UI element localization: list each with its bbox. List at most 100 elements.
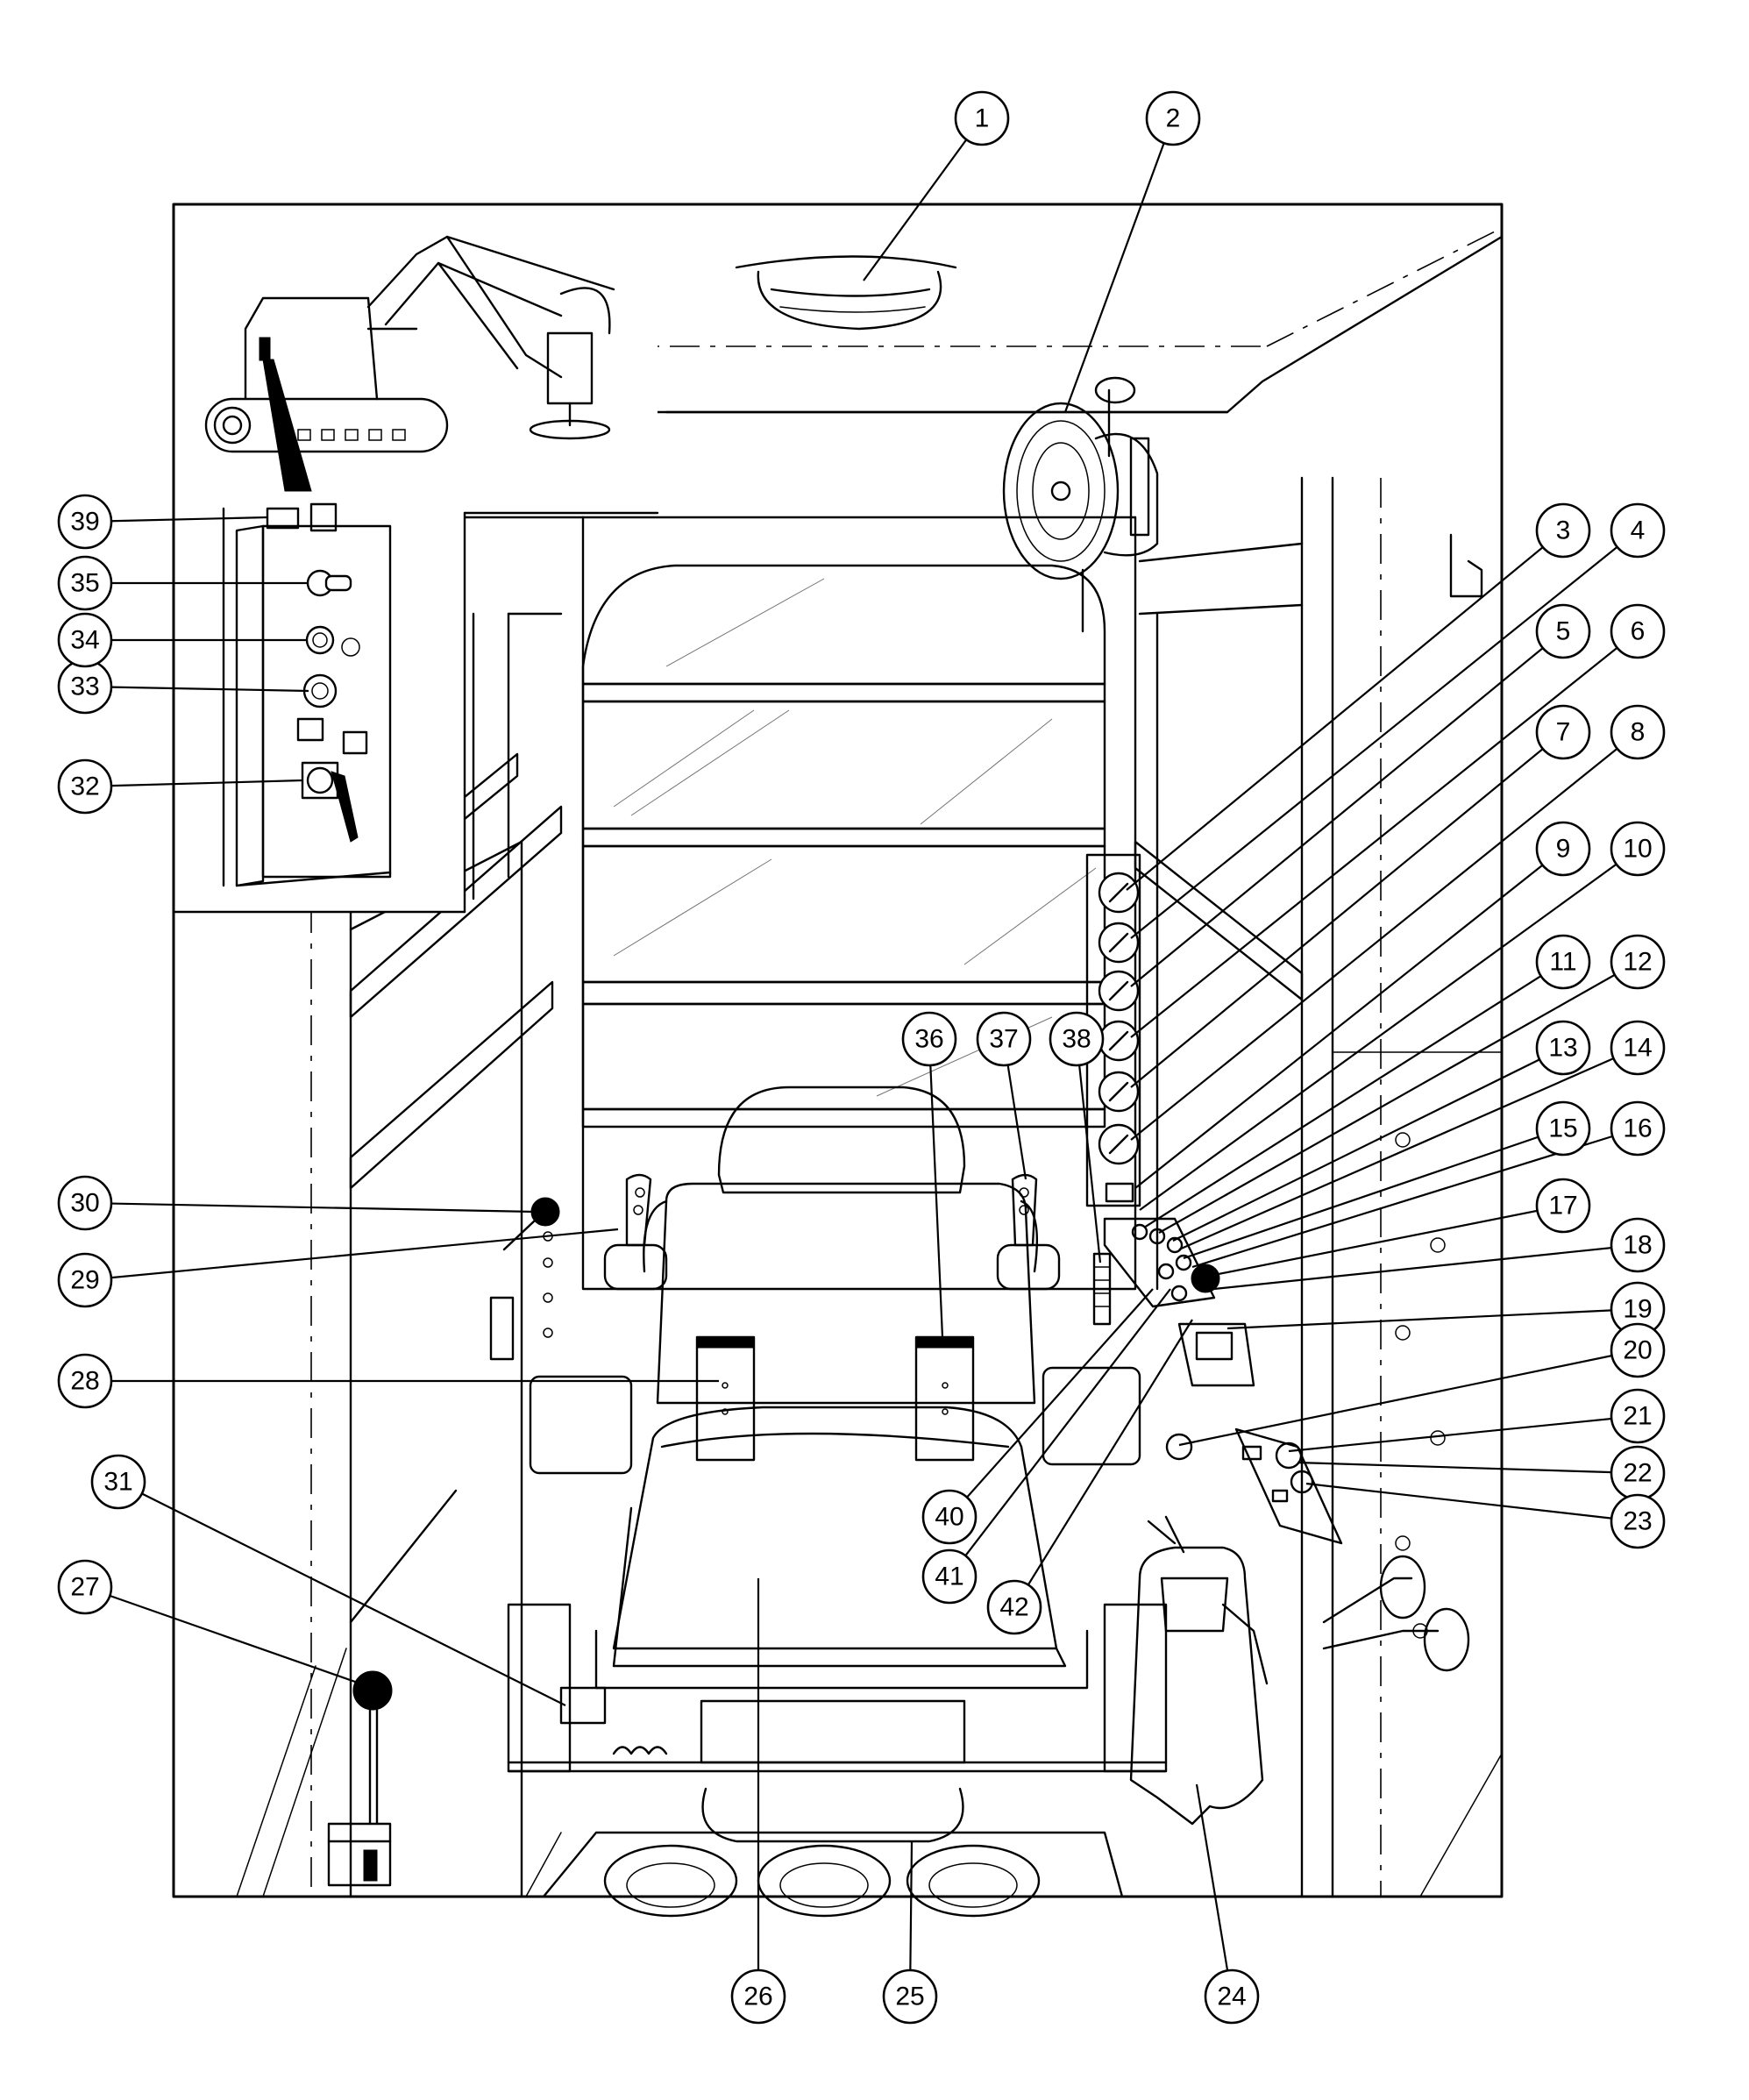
callout-circle [1535, 821, 1591, 877]
callout-circle [1610, 1217, 1666, 1273]
callout-label: 42 [999, 1593, 1028, 1622]
callout-7: 7 [1535, 704, 1591, 760]
callout-leader-31 [117, 1481, 566, 1706]
callout-14: 14 [1610, 1020, 1666, 1076]
callout-label: 20 [1623, 1336, 1652, 1365]
callout-32: 32 [57, 758, 113, 815]
callout-leader-32 [84, 779, 303, 788]
callout-label: 33 [70, 673, 99, 701]
callout-28: 28 [57, 1353, 113, 1409]
callout-circle [1204, 1968, 1260, 2025]
callout-leader-9 [1134, 848, 1564, 1189]
callout-19: 19 [1610, 1281, 1666, 1337]
callout-circle [954, 90, 1010, 146]
callout-circle [882, 1968, 938, 2025]
callout-41: 41 [921, 1548, 978, 1605]
callout-leader-1 [863, 117, 983, 281]
callout-2: 2 [1145, 90, 1201, 146]
callout-25: 25 [882, 1968, 938, 2025]
callout-label: 40 [935, 1503, 963, 1532]
callout-circle [1535, 704, 1591, 760]
callout-circle [1535, 603, 1591, 659]
callout-label: 34 [70, 626, 99, 655]
callout-leader-22 [1297, 1461, 1639, 1475]
callout-29: 29 [57, 1252, 113, 1308]
callout-9: 9 [1535, 821, 1591, 877]
callout-circle [1610, 1493, 1666, 1549]
callout-label: 10 [1623, 835, 1652, 864]
callout-leader-13 [1172, 1047, 1564, 1242]
callout-30: 30 [57, 1175, 113, 1231]
callout-leader-17 [1209, 1204, 1564, 1278]
callout-leader-24 [1195, 1783, 1234, 1997]
callout-label: 22 [1623, 1459, 1652, 1488]
callout-circle [901, 1011, 957, 1067]
callout-circle [57, 555, 113, 611]
machine-sketch [175, 206, 659, 515]
callout-1: 1 [954, 90, 1010, 146]
callout-39: 39 [57, 494, 113, 550]
callout-label: 29 [70, 1266, 99, 1295]
left-knob [489, 1197, 560, 1361]
callout-label: 28 [70, 1367, 99, 1396]
callout-17: 17 [1535, 1178, 1591, 1234]
callout-36: 36 [901, 1011, 957, 1067]
callout-31: 31 [90, 1454, 146, 1510]
callout-circle [1610, 1388, 1666, 1444]
operator-seat [529, 1086, 1141, 1690]
callout-37: 37 [976, 1011, 1032, 1067]
callout-label: 24 [1217, 1983, 1246, 2011]
callout-label: 9 [1556, 835, 1571, 864]
callout-label: 32 [70, 772, 99, 801]
callout-circle [1535, 1020, 1591, 1076]
callout-label: 4 [1631, 516, 1646, 545]
callout-leader-30 [84, 1201, 536, 1214]
side-control-panel [174, 502, 466, 914]
callout-leader-39 [84, 516, 268, 523]
callout-23: 23 [1610, 1493, 1666, 1549]
gauge-needles [1108, 882, 1129, 1155]
callout-18: 18 [1610, 1217, 1666, 1273]
callout-leader-20 [1178, 1349, 1639, 1447]
callout-circle [1535, 502, 1591, 559]
left-panel-holes [543, 1231, 553, 1338]
callout-label: 19 [1623, 1295, 1652, 1324]
callout-label: 16 [1623, 1114, 1652, 1143]
callout-circle [90, 1454, 146, 1510]
left-lever [327, 1670, 393, 1887]
callout-circle [57, 1175, 113, 1231]
callout-leader-10 [1139, 848, 1639, 1211]
callout-circle [1610, 704, 1666, 760]
callout-label: 6 [1631, 617, 1646, 646]
callout-label: 25 [895, 1983, 924, 2011]
callout-leader-4 [1130, 530, 1639, 939]
callout-circle [1535, 1178, 1591, 1234]
side-pipes [1322, 1555, 1470, 1672]
callout-leader-12 [1158, 961, 1639, 1234]
callout-35: 35 [57, 555, 113, 611]
callout-label: 17 [1548, 1192, 1577, 1221]
callout-label: 41 [935, 1563, 963, 1591]
rear-windows [581, 564, 1106, 1128]
callout-label: 31 [103, 1468, 132, 1497]
callout-15: 15 [1535, 1100, 1591, 1157]
callout-leader-2 [1063, 117, 1175, 413]
callout-circle [57, 1252, 113, 1308]
callout-leader-15 [1183, 1127, 1564, 1260]
callout-circle [1535, 934, 1591, 990]
callout-leader-5 [1130, 630, 1564, 987]
callout-circle [1049, 1011, 1105, 1067]
callout-leader-29 [84, 1228, 619, 1282]
callout-leader-38 [1075, 1038, 1102, 1264]
callout-circle [1610, 1322, 1666, 1378]
coat-hook [1449, 533, 1483, 598]
callout-label: 37 [989, 1025, 1018, 1054]
callout-24: 24 [1204, 1968, 1260, 2025]
callout-12: 12 [1610, 934, 1666, 990]
callout-circle [57, 612, 113, 668]
hour-meter [1105, 1182, 1134, 1203]
callout-22: 22 [1610, 1445, 1666, 1501]
callout-5: 5 [1535, 603, 1591, 659]
